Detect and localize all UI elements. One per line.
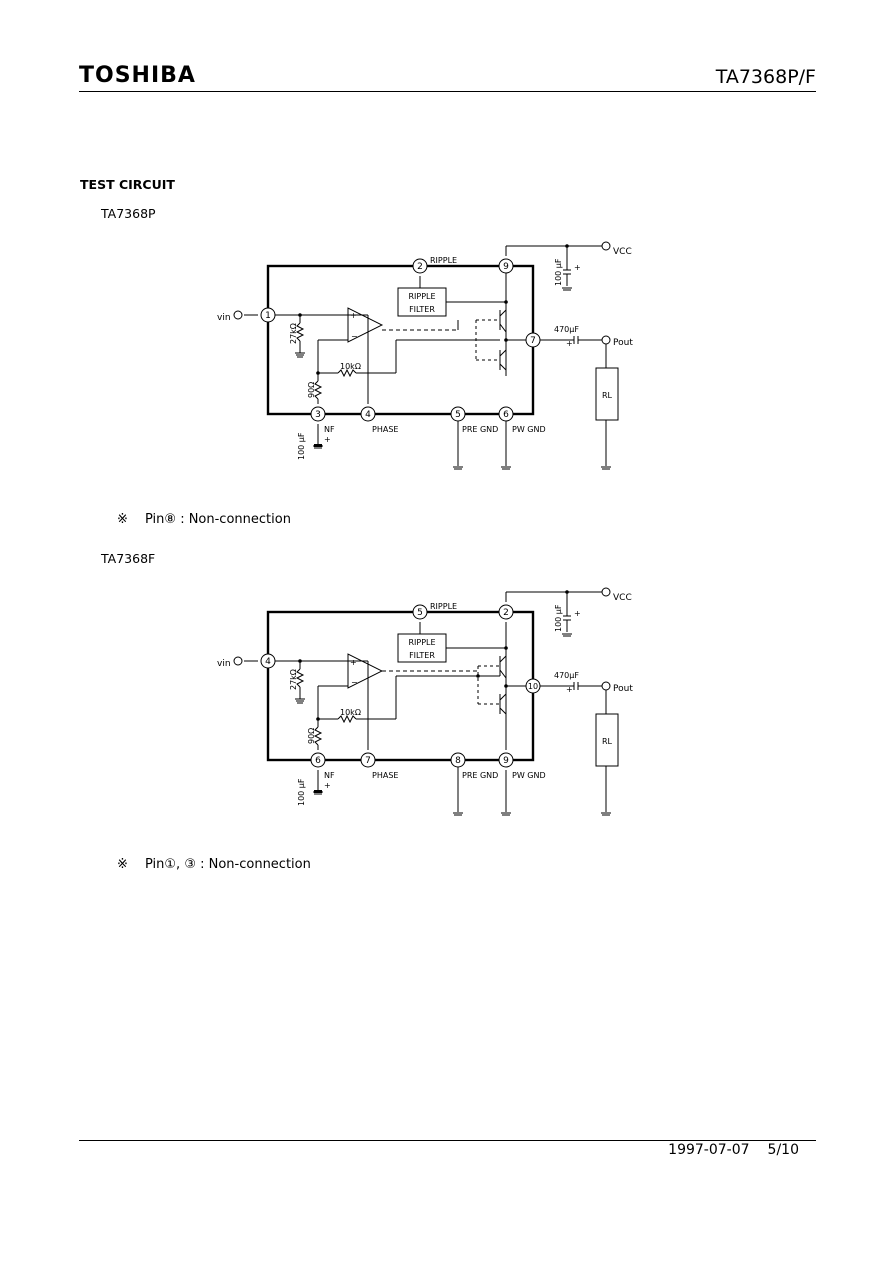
- pin-input: 4: [265, 657, 271, 667]
- note-p: ※ Pin⑧ : Non-connection: [117, 512, 291, 527]
- footer-date: 1997-07-07: [668, 1142, 750, 1158]
- cap-plus: +: [574, 263, 581, 272]
- label-r10: 10kΩ: [340, 708, 361, 717]
- test-circuit-diagram-f: 4 5 6 7 8 9 10 2 vin VCC Pout RIPPLE RIP…: [217, 587, 633, 816]
- part-number: TA7368P/F: [715, 66, 816, 88]
- label-c470: 470μF: [554, 325, 579, 334]
- cap-plus-out: +: [566, 685, 573, 694]
- pin-phase: 4: [365, 410, 371, 420]
- test-circuit-diagram-p: 1 2 3 4 5 6 7 9 vin VCC Pout RIPPLE RIPP…: [217, 241, 633, 470]
- section-title: TEST CIRCUIT: [80, 177, 175, 192]
- label-ripple: RIPPLE: [430, 256, 457, 265]
- pin-vcc: 2: [503, 608, 509, 618]
- note-text-p: Pin⑧ : Non-connection: [145, 512, 291, 527]
- footer-rule: [79, 1140, 816, 1141]
- cap-plus-out: +: [566, 339, 573, 348]
- brand-logo: TOSHIBA: [79, 63, 196, 88]
- opamp-plus: +: [350, 311, 357, 320]
- label-c100a: 100 μF: [554, 604, 563, 632]
- header-rule: [79, 91, 816, 92]
- label-vin: vin: [217, 659, 231, 669]
- pin-pwgnd: 6: [503, 410, 509, 420]
- cap-plus: +: [574, 609, 581, 618]
- label-pregnd: PRE GND: [462, 771, 498, 780]
- label-r27: 27kΩ: [289, 669, 298, 690]
- circuit-title-f: TA7368F: [101, 551, 156, 566]
- note-mark-f: ※: [117, 857, 128, 872]
- pin-out: 7: [530, 336, 536, 346]
- label-vcc: VCC: [613, 247, 632, 257]
- label-ripple: RIPPLE: [430, 602, 457, 611]
- label-pwgnd: PW GND: [512, 425, 546, 434]
- label-c470: 470μF: [554, 671, 579, 680]
- label-rl: RL: [602, 737, 613, 746]
- opamp-plus: +: [350, 658, 357, 667]
- opamp-minus: −: [351, 332, 358, 341]
- label-pwgnd: PW GND: [512, 771, 546, 780]
- label-nf: NF: [324, 425, 335, 434]
- label-c100a: 100 μF: [554, 258, 563, 286]
- note-f: ※ Pin①, ③ : Non-connection: [117, 857, 311, 872]
- pin-vcc: 9: [503, 262, 509, 272]
- footer-page: 5/10: [767, 1142, 799, 1158]
- pin-ripple: 5: [417, 608, 423, 618]
- cap-plus-nf: +: [324, 781, 331, 790]
- label-vin: vin: [217, 313, 231, 323]
- label-pout: Pout: [613, 684, 633, 694]
- label-r10: 10kΩ: [340, 362, 361, 371]
- pin-nf: 3: [315, 410, 321, 420]
- pin-pregnd: 8: [455, 756, 461, 766]
- pin-input: 1: [265, 311, 271, 321]
- note-text-f: Pin①, ③ : Non-connection: [145, 857, 311, 872]
- pin-pregnd: 5: [455, 410, 461, 420]
- label-rl: RL: [602, 391, 613, 400]
- label-r90: 90Ω: [307, 382, 316, 398]
- note-mark-p: ※: [117, 512, 128, 527]
- label-phase: PHASE: [372, 425, 398, 434]
- label-phase: PHASE: [372, 771, 398, 780]
- label-ripple-filter-2: FILTER: [409, 305, 435, 314]
- circuit-title-p: TA7368P: [101, 206, 156, 221]
- label-r27: 27kΩ: [289, 323, 298, 344]
- footer: 1997-07-07 5/10: [668, 1142, 799, 1158]
- pin-pwgnd: 9: [503, 756, 509, 766]
- pin-out: 10: [528, 682, 538, 691]
- label-pout: Pout: [613, 338, 633, 348]
- label-nf: NF: [324, 771, 335, 780]
- label-vcc: VCC: [613, 593, 632, 603]
- cap-plus-nf: +: [324, 435, 331, 444]
- pin-ripple: 2: [417, 262, 423, 272]
- label-r90: 90Ω: [307, 728, 316, 744]
- label-ripple-filter-2: FILTER: [409, 651, 435, 660]
- label-pregnd: PRE GND: [462, 425, 498, 434]
- pin-phase: 7: [365, 756, 371, 766]
- pin-nf: 6: [315, 756, 321, 766]
- opamp-minus: −: [351, 678, 358, 687]
- label-ripple-filter-1: RIPPLE: [408, 638, 435, 647]
- label-c100b: 100 μF: [297, 778, 306, 806]
- label-ripple-filter-1: RIPPLE: [408, 292, 435, 301]
- label-c100b: 100 μF: [297, 432, 306, 460]
